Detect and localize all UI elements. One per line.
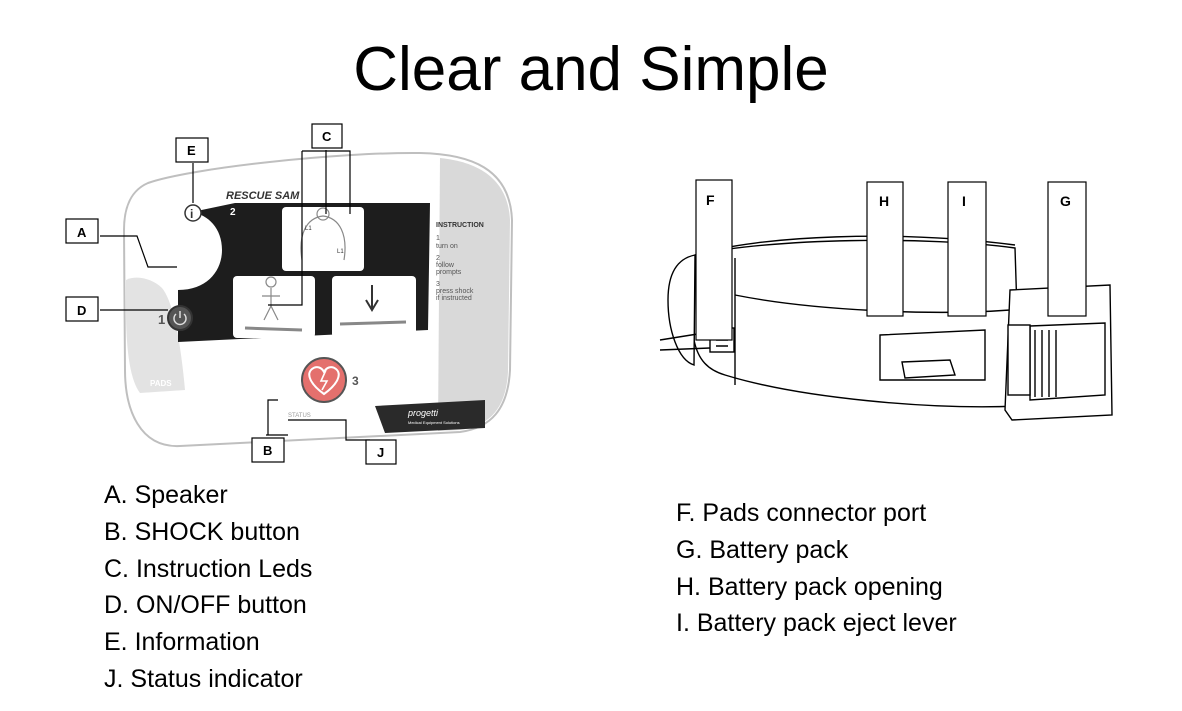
callout-b-box (251, 437, 285, 463)
instruction-heading: INSTRUCTION (436, 222, 484, 229)
legend-item-speaker: A. Speaker (104, 481, 228, 509)
info-icon[interactable] (184, 204, 202, 222)
speaker-grille (145, 215, 219, 289)
legend-item-on-off-button: D. ON/OFF button (104, 591, 307, 620)
svg-text:2: 2 (436, 255, 440, 262)
callout-b: B (263, 443, 272, 458)
device-right-panel (438, 158, 510, 431)
legend-item-battery-opening: H. Battery pack opening (676, 572, 943, 601)
power-icon (173, 311, 187, 326)
eject-lever (901, 359, 956, 379)
legend-item-instruction-leds: C. Instruction Leds (104, 554, 313, 583)
svg-text:3: 3 (436, 281, 440, 288)
callout-f-tag (695, 179, 733, 341)
heart-bolt-icon (308, 366, 340, 396)
legend-item-eject-lever: I. Battery pack eject lever (676, 609, 957, 638)
callout-d: D (77, 303, 86, 318)
pads-label: PADS (150, 379, 172, 388)
legend-item-shock-button: B. SHOCK button (104, 517, 300, 546)
instruction-step-2-line1: follow (436, 262, 455, 269)
callout-a-box (65, 218, 99, 244)
callout-d-box (65, 296, 99, 322)
callout-c-box (311, 123, 343, 149)
legend-item-pads-connector: F. Pads connector port (676, 499, 927, 527)
callout-e-box (175, 137, 209, 163)
callout-g-tag (1047, 181, 1087, 317)
pictogram-responder (233, 276, 315, 338)
legend-item-information: E. Information (104, 628, 260, 657)
callout-f: F (706, 192, 715, 208)
legend-item-battery-pack: G. Battery pack (676, 535, 849, 564)
callout-g: G (1060, 193, 1071, 209)
step-one-number: 1 (158, 312, 165, 327)
callout-h: H (879, 193, 889, 209)
pad-label-1: L1 (305, 226, 312, 232)
instruction-step-2-line2: prompts (436, 269, 462, 276)
step-three-number: 3 (352, 374, 359, 388)
callout-c: C (322, 129, 332, 144)
callout-i: I (962, 193, 966, 209)
aed-side-diagram: F H I G (659, 179, 1113, 421)
callout-j: J (377, 445, 384, 460)
callout-h-tag (866, 181, 904, 317)
svg-text:i: i (190, 207, 193, 221)
legend-side: F. Pads connector port G. Battery pack H… (676, 495, 957, 642)
status-label: STATUS (288, 413, 311, 419)
callout-i-tag (947, 181, 987, 317)
instruction-step-3-line1: press shock (436, 288, 474, 295)
slide-title: Clear and Simple (353, 35, 829, 104)
instruction-step-3-line2: if instructed (436, 295, 472, 302)
step-two-number: 2 (230, 207, 236, 218)
callout-a: A (77, 225, 87, 240)
maker-tagline: Medical Equipment Solutions (408, 420, 460, 425)
pads-panel (126, 277, 185, 393)
instruction-step-1: turn on (436, 243, 458, 250)
legend-front: A. Speaker B. SHOCK button C. Instructio… (104, 477, 312, 698)
callout-e: E (187, 143, 196, 158)
shock-button[interactable] (301, 357, 347, 403)
brand-logo: RESCUE SAM (226, 190, 300, 202)
maker-badge (375, 400, 485, 433)
maker-name: progetti (407, 408, 439, 418)
callout-j-box (365, 439, 397, 465)
pad-label-2: L1 (337, 249, 344, 255)
legend-item-status-indicator: J. Status indicator (104, 664, 303, 693)
aed-front-diagram: PADS L1 L1 RESCUE SAM 2 i INSTRUCTION 1 … (65, 123, 514, 465)
svg-text:1: 1 (436, 235, 440, 242)
